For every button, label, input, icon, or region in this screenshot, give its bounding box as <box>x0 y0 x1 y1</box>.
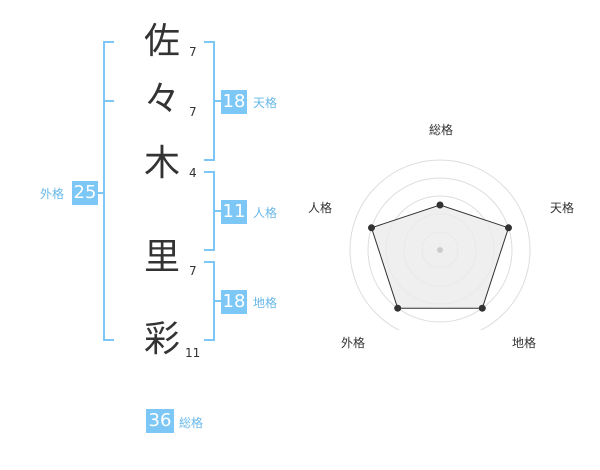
stroke-count-3: 4 <box>189 166 197 180</box>
name-char-4: 里 <box>143 237 180 278</box>
radar-point-1 <box>505 224 512 232</box>
soukaku-label: 総格 <box>179 416 204 430</box>
name-char-3: 木 <box>143 143 180 184</box>
radar-points <box>368 201 512 312</box>
chikaku-label: 地格 <box>253 296 278 310</box>
radar-label-jinkaku: 人格 <box>307 201 332 215</box>
name-char-2: 々 <box>143 79 180 120</box>
radar-series-polygon <box>370 204 510 309</box>
radar-ring-5 <box>349 159 531 330</box>
radar-label-gaikaku: 外格 <box>340 336 365 350</box>
radar-chart <box>349 159 531 330</box>
gaikaku-value: 25 <box>72 181 98 205</box>
radar-center-dot <box>437 247 443 253</box>
jinkaku-value: 11 <box>221 200 247 224</box>
radar-label-tenkaku: 天格 <box>549 201 574 215</box>
name-char-1: 佐 <box>143 21 180 62</box>
radar-ring-4 <box>367 177 513 323</box>
radar-point-4 <box>368 224 375 232</box>
soukaku-value: 36 <box>146 409 174 433</box>
radar-point-2 <box>478 304 486 312</box>
name-char-5: 彩 <box>143 319 180 360</box>
chikaku-value: 18 <box>221 290 247 314</box>
gaikaku-label: 外格 <box>40 187 65 201</box>
stroke-count-1: 7 <box>189 45 197 59</box>
tenkaku-label: 天格 <box>253 96 278 110</box>
stroke-count-2: 7 <box>189 105 197 119</box>
radar-point-3 <box>394 304 402 312</box>
jinkaku-label: 人格 <box>253 206 278 220</box>
tenkaku-value: 18 <box>221 90 247 114</box>
chikaku-bracket <box>204 261 215 341</box>
stroke-count-4: 7 <box>189 264 197 278</box>
jinkaku-bracket <box>204 171 215 251</box>
tenkaku-bracket <box>204 41 215 161</box>
radar-label-chikaku: 地格 <box>511 336 536 350</box>
radar-label-soukaku: 総格 <box>428 123 453 137</box>
gaikaku-bracket <box>103 41 114 341</box>
stroke-count-5: 11 <box>185 346 201 360</box>
radar-point-0 <box>436 201 444 209</box>
